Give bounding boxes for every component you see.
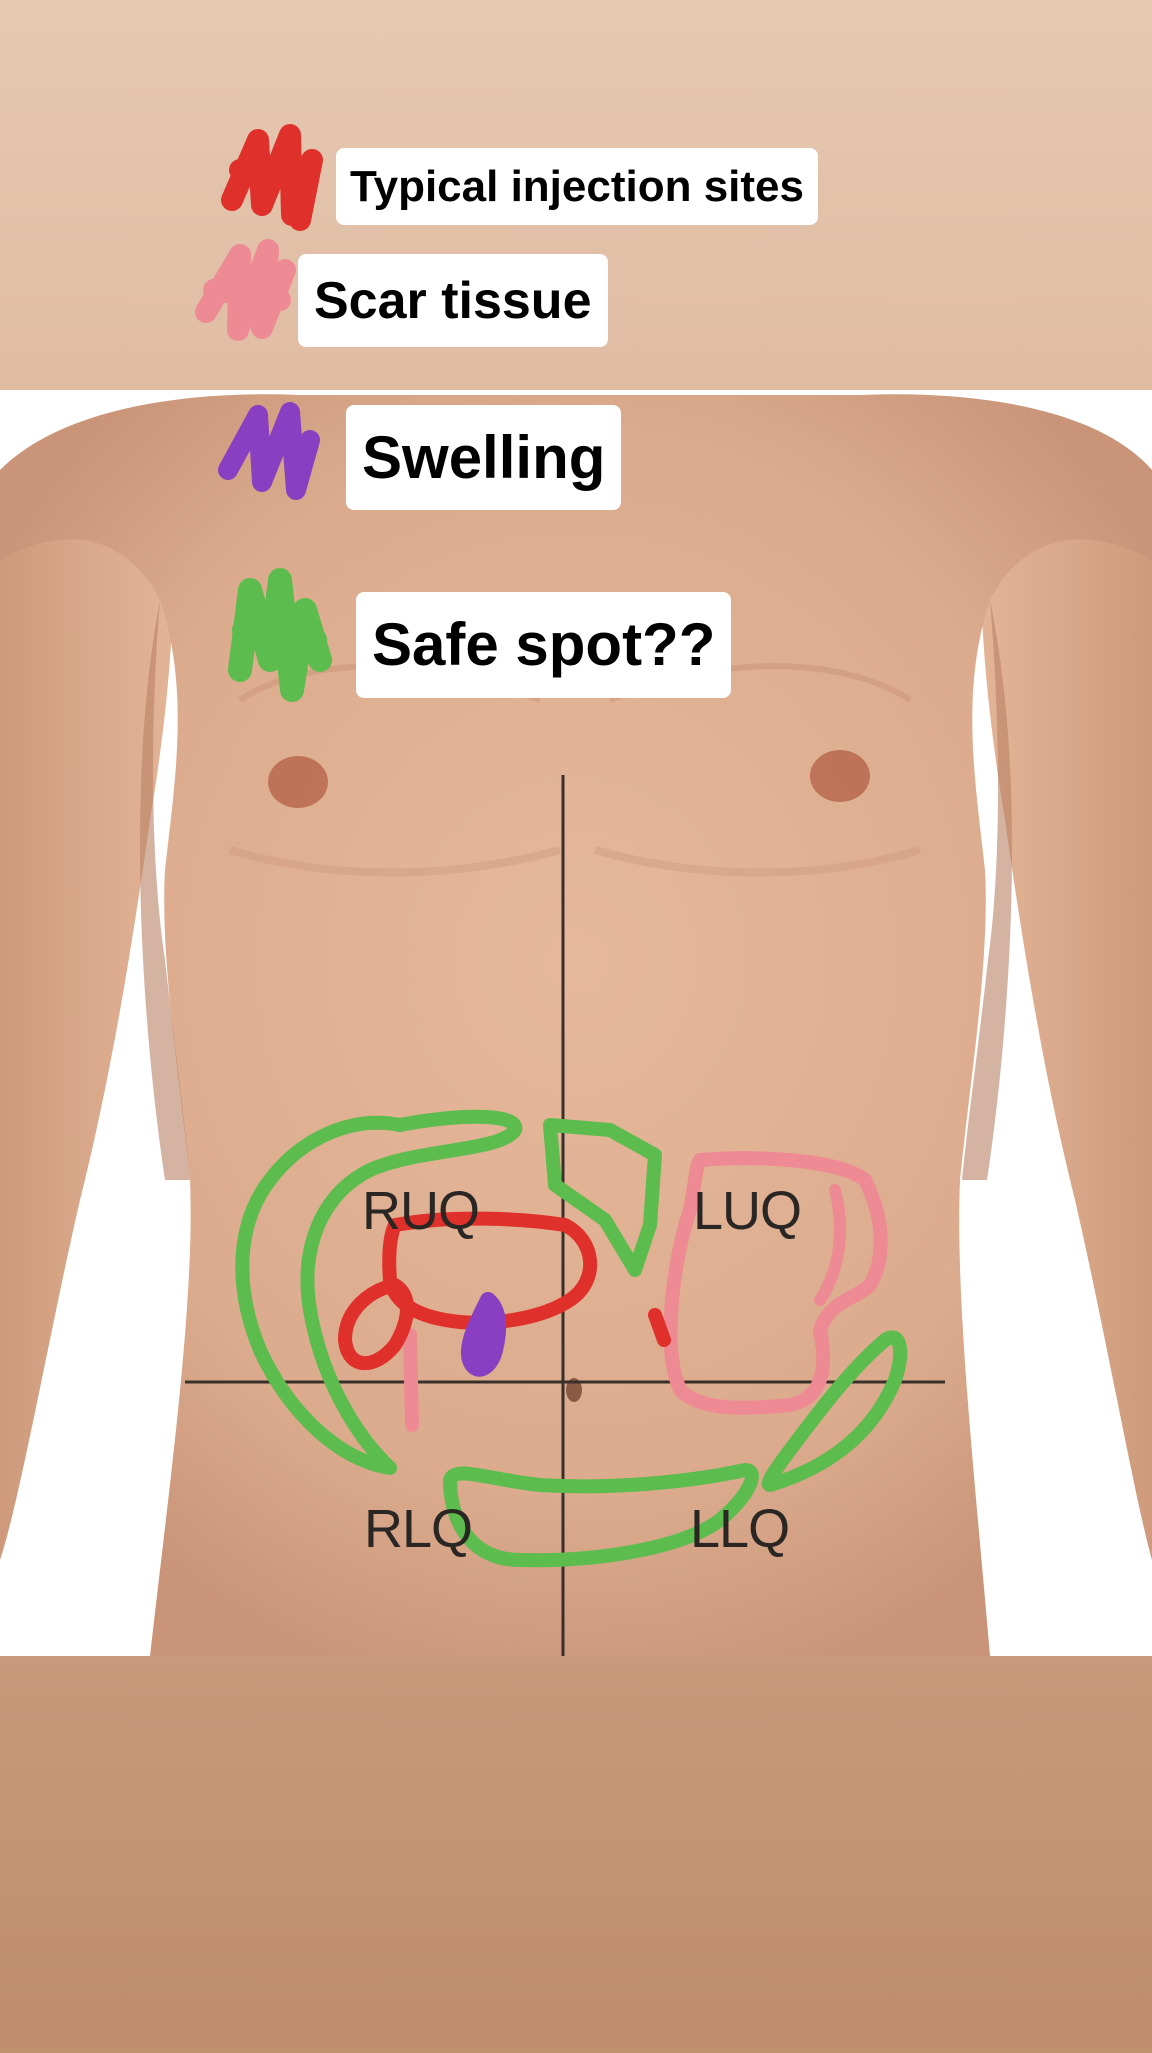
bottom-background-band [0,1656,1152,2048]
quadrant-label-luq: LUQ [693,1181,802,1241]
scar-tissue-mark [403,1328,419,1432]
legend-label-swelling: Swelling [346,405,622,510]
red-swatch-icon [221,124,323,231]
safe-zone-right-sliver [761,1330,908,1492]
legend-label-safe-spot: Safe spot?? [356,592,732,698]
quadrant-label-llq: LLQ [690,1499,790,1559]
scar-tissue-region [663,1151,888,1415]
injection-site-dot [648,1308,671,1347]
scar-tissue-inner [814,1184,846,1306]
nipple-left [268,756,328,808]
green-swatch-icon [228,568,332,702]
pink-swatch-icon [195,239,296,341]
legend-label-scar-tissue: Scar tissue [298,254,608,347]
quadrant-label-ruq: RUQ [362,1181,480,1241]
quadrant-label-rlq: RLQ [364,1499,473,1559]
legend-label-typical-injection-sites: Typical injection sites [336,148,818,225]
navel [566,1378,582,1402]
legend-swatches [195,124,332,702]
purple-swatch-icon [218,402,320,500]
safe-zone-right-arc [235,1109,523,1475]
torso-figure [0,394,1152,1656]
safe-zone-lower-band [443,1463,759,1568]
safe-zone-center-top [543,1118,662,1277]
drawn-annotations [235,1109,908,1568]
swelling-mark [460,1292,507,1377]
injection-site-small-loop [338,1278,414,1371]
nipple-right [810,750,870,802]
